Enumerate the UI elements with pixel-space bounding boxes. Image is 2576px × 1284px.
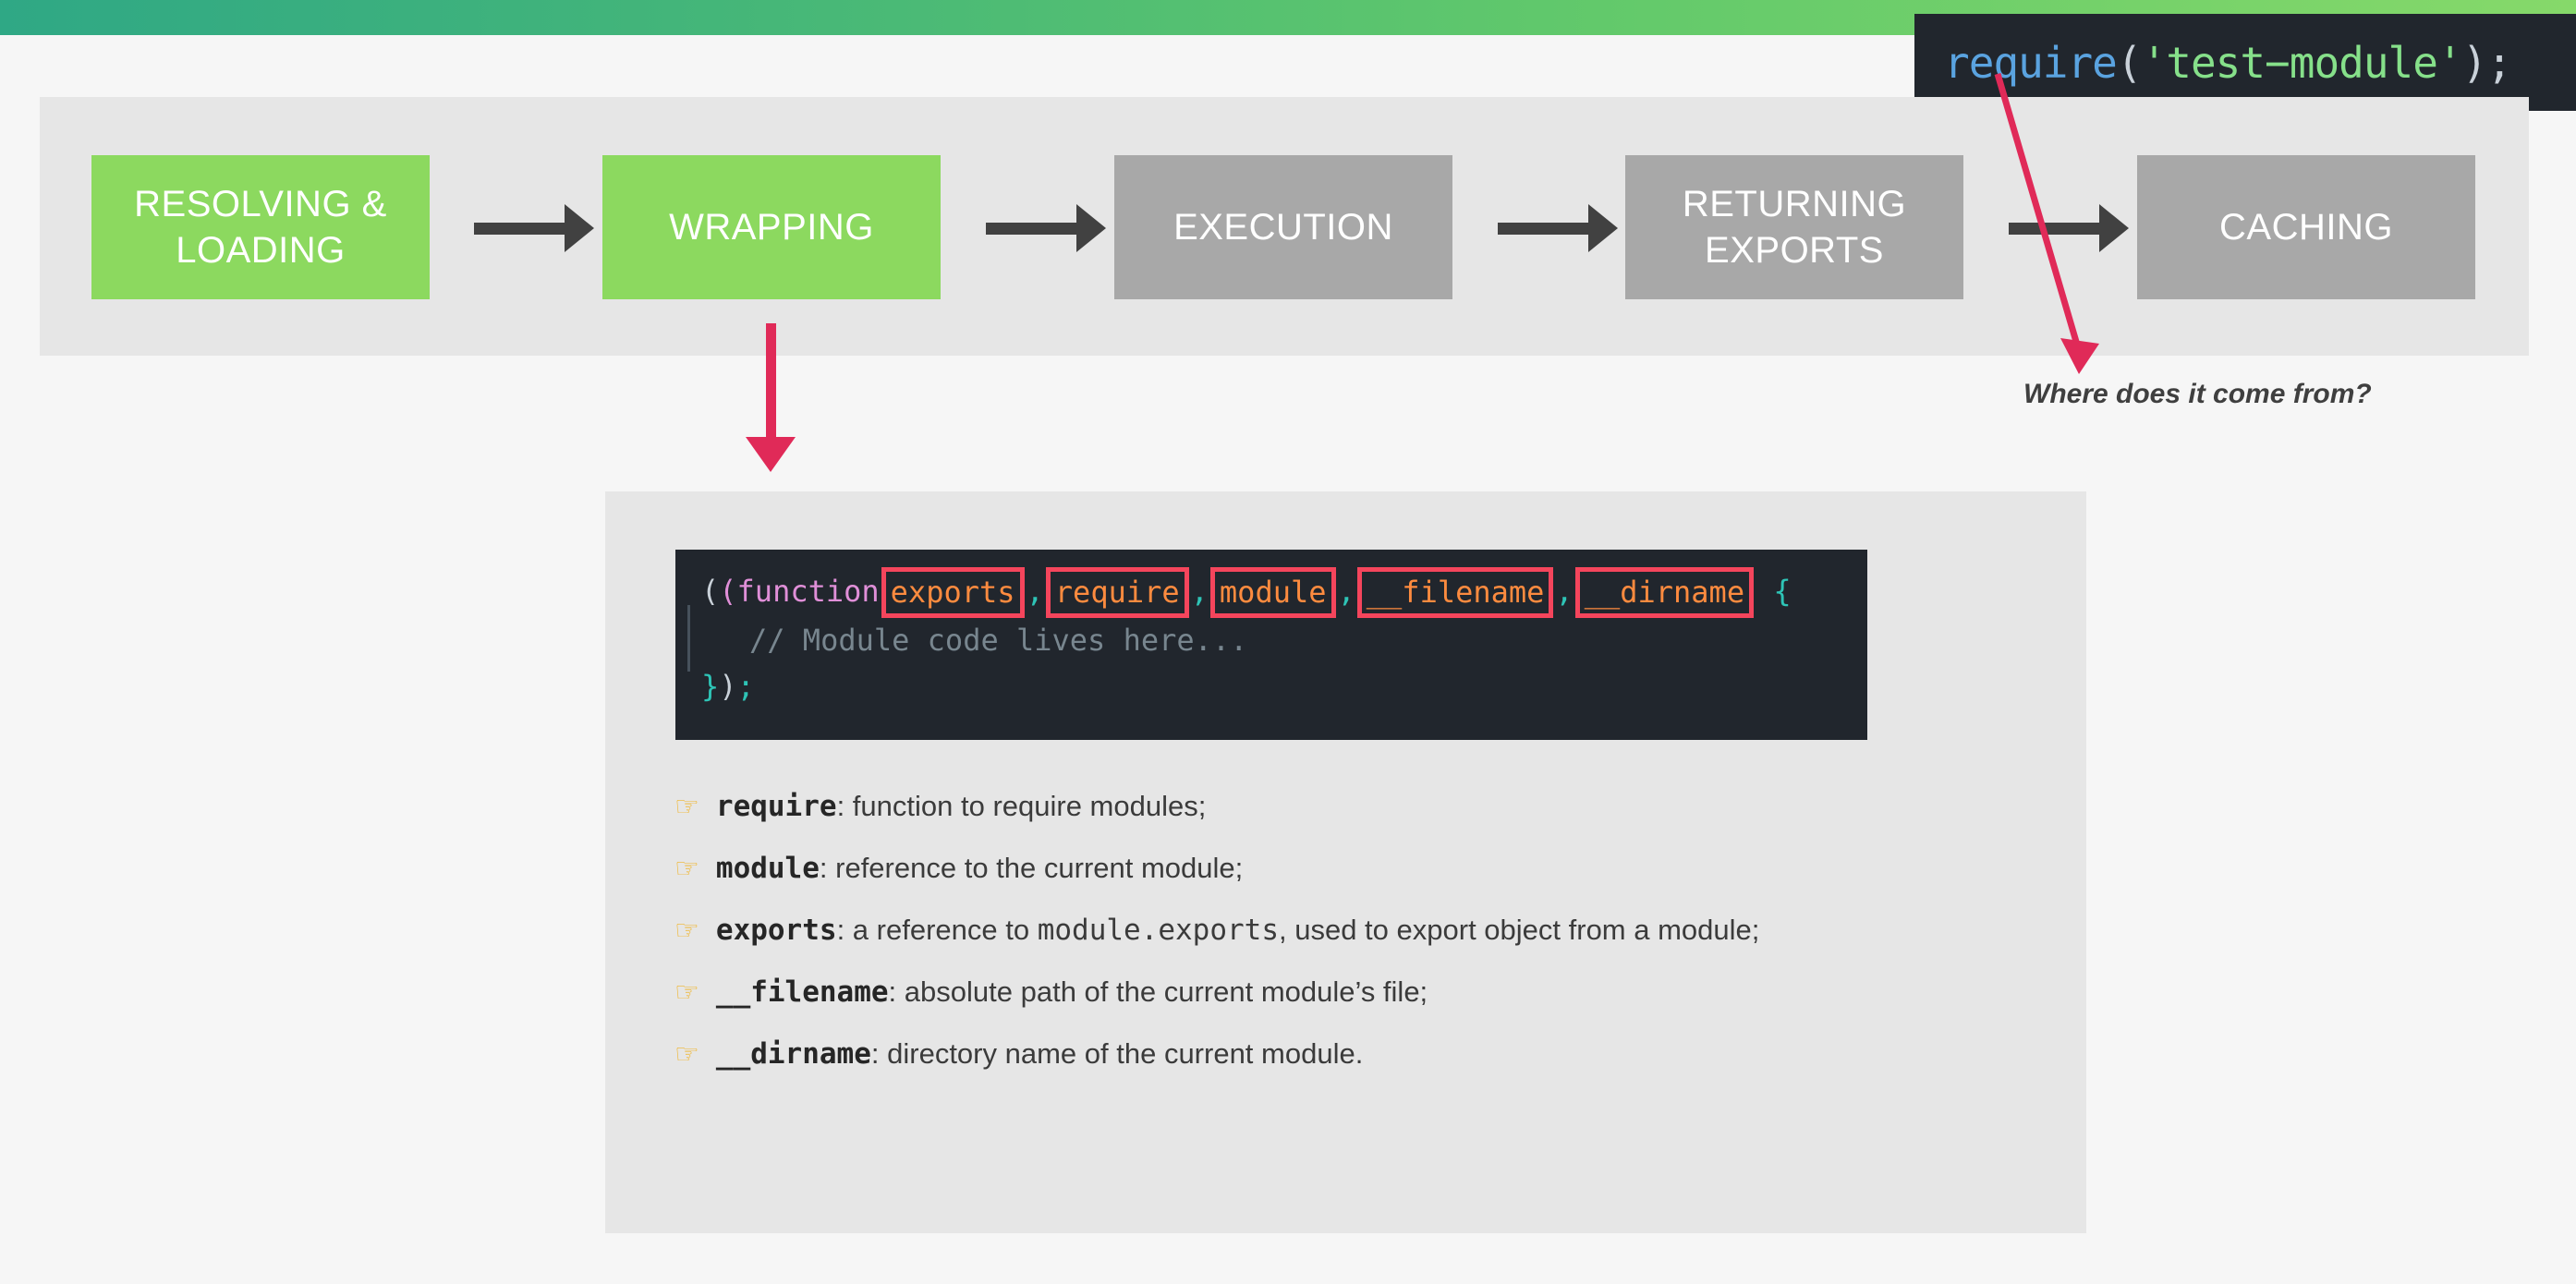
bullet-term: module: [715, 852, 820, 885]
code-comma-1: ,: [1026, 574, 1044, 609]
pipeline-step-caching[interactable]: CACHING: [2137, 155, 2475, 299]
code-comma-2: ,: [1190, 574, 1209, 609]
list-item: ☞ module: reference to the current modul…: [674, 852, 2060, 885]
pipeline-arrow-1-icon: [474, 200, 594, 256]
wrapping-to-detail-arrow-shaft: [766, 323, 776, 443]
pointing-hand-icon: ☞: [674, 1039, 699, 1070]
pipeline-step-label: EXECUTION: [1173, 207, 1393, 248]
where-does-it-come-from-caption: Where does it come from?: [2023, 379, 2372, 409]
pipeline-step-resolving-loading[interactable]: RESOLVING & LOADING: [91, 155, 430, 299]
list-item: ☞ __dirname: directory name of the curre…: [674, 1037, 2060, 1071]
pointing-hand-icon: ☞: [674, 854, 699, 884]
snippet-open-paren: (: [2116, 37, 2143, 88]
bullet-description-post: , used to export object from a module;: [1279, 914, 1760, 946]
list-item: ☞ require: function to require modules;: [674, 790, 2060, 823]
bullet-separator: :: [836, 790, 853, 822]
snippet-to-caption-arrow-icon: [1994, 73, 2099, 374]
code-comment-line: // Module code lives here...: [749, 623, 1248, 658]
bullet-description-pre: a reference to: [852, 914, 1038, 946]
bullet-separator: :: [870, 1037, 888, 1070]
bullet-term: __dirname: [715, 1037, 871, 1071]
bullet-term: require: [715, 790, 837, 823]
wrapping-to-detail-arrow-head-icon: [746, 437, 796, 472]
code-semicolon: ;: [736, 669, 755, 704]
pointing-hand-icon: ☞: [674, 977, 699, 1008]
wrapper-params-list: ☞ require: function to require modules; …: [674, 790, 2060, 1071]
pipeline-step-label: RESOLVING & LOADING: [134, 184, 387, 271]
code-param-filename[interactable]: __filename: [1356, 567, 1554, 618]
pipeline-step-returning-exports[interactable]: RETURNING EXPORTS: [1625, 155, 1963, 299]
pipeline-step-execution[interactable]: EXECUTION: [1114, 155, 1452, 299]
bullet-description: reference to the current module;: [835, 852, 1244, 884]
snippet-module-string: 'test−module': [2141, 37, 2463, 88]
code-close-brace: }: [701, 669, 720, 704]
code-open-brace: {: [1773, 574, 1792, 609]
code-open-paren: (: [701, 574, 720, 609]
list-item: ☞ exports: a reference to module.exports…: [674, 914, 2060, 947]
code-indent-guide: [687, 605, 690, 672]
require-call-snippet: require('test−module');: [1914, 14, 2576, 111]
code-close-paren: ): [719, 669, 737, 704]
bullet-description: function to require modules;: [852, 790, 1207, 822]
bullet-term: exports: [715, 914, 837, 947]
pipeline-panel: RESOLVING & LOADING WRAPPING EXECUTION R…: [40, 97, 2529, 356]
bullet-separator: :: [819, 852, 836, 884]
bullet-separator: :: [836, 914, 853, 946]
bullet-separator: :: [888, 975, 905, 1008]
pointing-hand-icon: ☞: [674, 792, 699, 822]
pipeline-step-label: WRAPPING: [669, 207, 874, 248]
pipeline-step-wrapping[interactable]: WRAPPING: [602, 155, 941, 299]
bullet-description: directory name of the current module.: [887, 1037, 1364, 1070]
code-param-exports[interactable]: exports: [881, 567, 1025, 618]
code-function-keyword: (function: [719, 574, 880, 609]
code-comma-3: ,: [1337, 574, 1355, 609]
code-param-module[interactable]: module: [1209, 567, 1336, 618]
code-comma-4: ,: [1555, 574, 1574, 609]
pointing-hand-icon: ☞: [674, 915, 699, 946]
list-item: ☞ __filename: absolute path of the curre…: [674, 975, 2060, 1009]
snippet-function-name: require: [1944, 37, 2118, 88]
pipeline-step-label: CACHING: [2219, 207, 2393, 248]
pipeline-step-label: RETURNING EXPORTS: [1682, 184, 1907, 271]
pipeline-arrow-2-icon: [986, 200, 1106, 256]
code-param-require[interactable]: require: [1045, 567, 1189, 618]
bullet-term: __filename: [715, 975, 889, 1009]
code-param-dirname[interactable]: __dirname: [1574, 567, 1755, 618]
pipeline-arrow-4-icon: [2009, 200, 2129, 256]
snippet-close-paren: );: [2461, 37, 2512, 88]
pipeline-arrow-3-icon: [1498, 200, 1618, 256]
bullet-inline-code: module.exports: [1037, 914, 1279, 947]
bullet-description: absolute path of the current module’s fi…: [904, 975, 1428, 1008]
